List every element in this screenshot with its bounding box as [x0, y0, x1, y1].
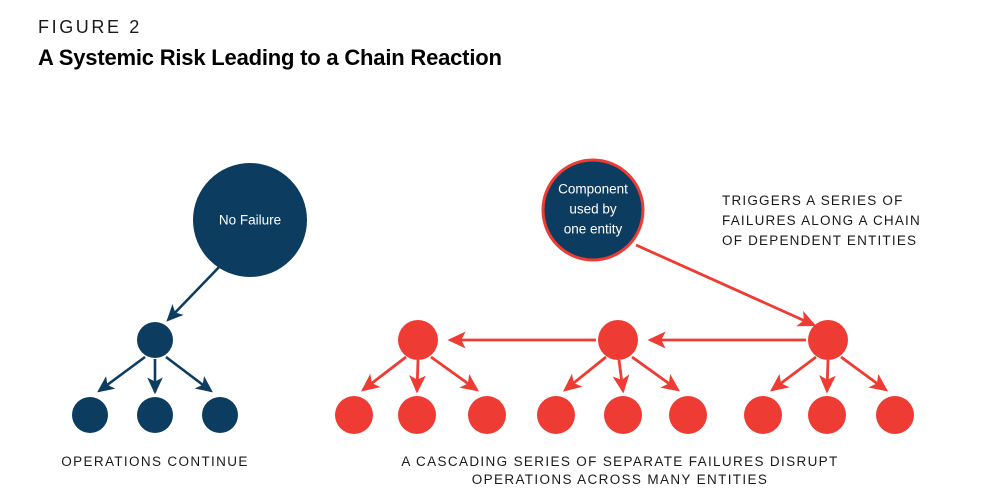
blue-edge-mid-to-leaf-1	[97, 355, 146, 393]
component-label-line-1: Component	[558, 182, 628, 197]
red-edge-p1-leaf-1	[361, 355, 407, 392]
right-red-branch: Component used by one entity TRIGGERS A …	[335, 158, 921, 487]
red-leaf-node-1[interactable]	[335, 396, 373, 434]
right-branch-caption-line-1: A CASCADING SERIES OF SEPARATE FAILURES …	[401, 454, 838, 469]
node-no-failure[interactable]	[193, 163, 307, 277]
component-label-line-3: one entity	[564, 222, 623, 237]
page-title: A Systemic Risk Leading to a Chain React…	[38, 44, 502, 70]
left-blue-branch: No Failure OPERATIONS CONTINUE	[61, 163, 307, 469]
red-edge-p2-leaf-3	[631, 355, 681, 392]
blue-edge-mid-to-leaf-3	[165, 355, 213, 393]
blue-leaf-node-2[interactable]	[137, 397, 173, 433]
red-parent-node-3[interactable]	[808, 320, 848, 360]
red-leaf-node-9[interactable]	[876, 396, 914, 434]
red-edge-p1-leaf-2	[409, 359, 426, 394]
node-component-used-by-one-entity[interactable]	[541, 158, 645, 262]
red-leaf-node-3[interactable]	[468, 396, 506, 434]
trigger-annotation-line-2: FAILURES ALONG A CHAIN	[722, 213, 921, 228]
figure-header: FIGURE 2 A Systemic Risk Leading to a Ch…	[38, 16, 502, 72]
blue-mid-node[interactable]	[137, 322, 173, 358]
left-branch-caption: OPERATIONS CONTINUE	[61, 454, 248, 469]
red-edge-p2-leaf-2	[612, 359, 630, 394]
trigger-annotation-line-3: OF DEPENDENT ENTITIES	[722, 233, 917, 248]
node-no-failure-label: No Failure	[219, 213, 281, 228]
red-leaf-node-8[interactable]	[808, 396, 846, 434]
trigger-annotation-line-1: TRIGGERS A SERIES OF	[722, 193, 904, 208]
red-leaf-node-7[interactable]	[744, 396, 782, 434]
blue-leaf-node-3[interactable]	[202, 397, 238, 433]
red-edge-p1-leaf-3	[430, 355, 480, 392]
red-parent-node-2[interactable]	[598, 320, 638, 360]
red-edge-p2-leaf-1	[563, 355, 607, 392]
red-edge-component-to-parent-3	[635, 243, 817, 327]
red-leaf-node-5[interactable]	[604, 396, 642, 434]
red-edge-p3-leaf-3	[840, 355, 889, 392]
right-branch-caption-line-2: OPERATIONS ACROSS MANY ENTITIES	[472, 472, 768, 487]
red-leaf-node-4[interactable]	[537, 396, 575, 434]
red-leaf-node-6[interactable]	[669, 396, 707, 434]
blue-edge-root-to-mid	[166, 263, 223, 322]
red-parent-node-1[interactable]	[398, 320, 438, 360]
figure-eyebrow: FIGURE 2	[38, 17, 142, 37]
red-leaf-node-2[interactable]	[398, 396, 436, 434]
blue-leaf-node-1[interactable]	[72, 397, 108, 433]
red-edge-p3-leaf-1	[769, 355, 817, 392]
red-edge-p3-leaf-2	[819, 359, 836, 394]
component-label-line-2: used by	[569, 202, 617, 217]
